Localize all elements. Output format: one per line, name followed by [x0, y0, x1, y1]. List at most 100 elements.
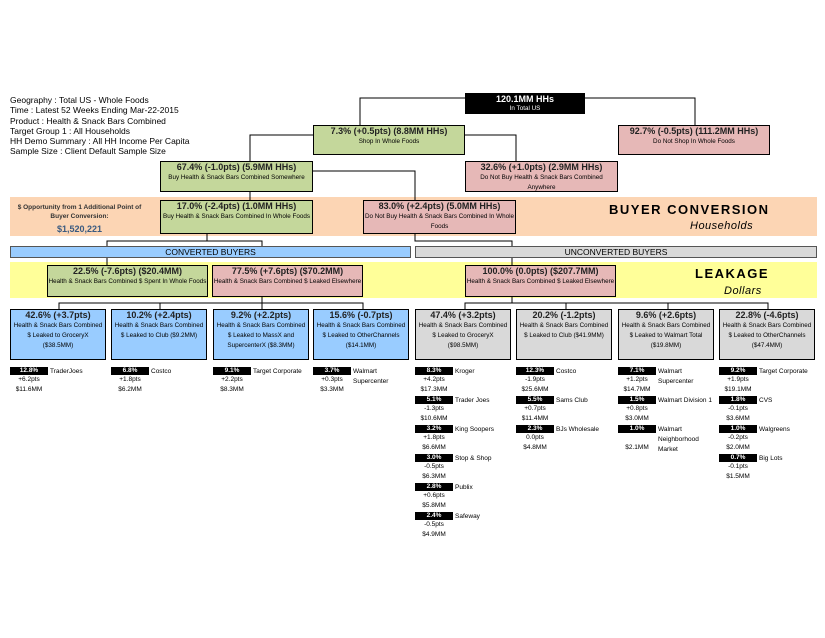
- node-headline: 77.5% (+7.6pts) ($70.2MM): [231, 266, 344, 276]
- node-not-shop-wf: 92.7% (-0.5pts) (111.2MM HHs) Do Not Shop…: [618, 125, 770, 155]
- node-unconverted-leaked: 100.0% (0.0pts) ($207.7MM) Health & Snack…: [465, 265, 616, 297]
- node-desc: Shop In Whole Foods: [358, 138, 420, 145]
- leakage-subtitle: Dollars: [724, 285, 762, 297]
- retailer-item: 7.1%Walmart Supercenter+1.2pts$14.7MM: [618, 367, 718, 396]
- retailer-change: -0.2pts: [728, 434, 748, 441]
- channel-box: 22.8% (-4.6pts)Health & Snack Bars Combi…: [719, 309, 815, 360]
- retailer-dollars: $14.7MM: [623, 386, 651, 393]
- channel-headline: 10.2% (+2.4pts): [126, 310, 192, 320]
- channel-desc: Health & Snack Bars Combined $ Leaked to…: [418, 322, 508, 349]
- retailer-list: 12.8%TraderJoes+6.2pts$11.6MM: [10, 367, 110, 396]
- filter-hh-demo: HH Demo Summary : All HH Income Per Capi…: [10, 136, 190, 147]
- channel-headline: 42.6% (+3.7pts): [25, 310, 91, 320]
- retailer-share: 3.2%: [415, 425, 453, 433]
- retailer-item: 9.2%Target Corporate+1.9pts$19.1MM: [719, 367, 819, 396]
- retailer-share: 6.8%: [111, 367, 149, 375]
- retailer-item: 3.2%King Soopers+1.8pts$6.6MM: [415, 425, 515, 454]
- node-desc: Do Not Shop In Whole Foods: [653, 138, 735, 145]
- retailer-change: 0.0pts: [526, 434, 544, 441]
- channel-box: 20.2% (-1.2pts)Health & Snack Bars Combi…: [516, 309, 612, 360]
- retailer-share: 3.7%: [313, 367, 351, 375]
- retailer-change: -0.1pts: [728, 463, 748, 470]
- retailer-dollars: $2.1MM: [625, 444, 649, 451]
- retailer-item: 1.8%CVS-0.1pts$3.6MM: [719, 396, 819, 425]
- retailer-dollars: $2.0MM: [726, 444, 750, 451]
- retailer-name: Sams Club: [556, 397, 588, 404]
- converted-buyers-header: CONVERTED BUYERS: [10, 246, 411, 258]
- retailer-name: CVS: [759, 397, 773, 404]
- retailer-share: 2.8%: [415, 483, 453, 491]
- retailer-item: 0.7%Big Lots-0.1pts$1.5MM: [719, 454, 819, 483]
- opportunity-label: $ Opportunity from 1 Additional Point of…: [17, 204, 142, 220]
- channel-box: 42.6% (+3.7pts) Health & Snack Bars Combi…: [10, 309, 106, 360]
- channel-box: 9.2% (+2.2pts)Health & Snack Bars Combin…: [213, 309, 309, 360]
- retailer-item: 5.1%Trader Joes-1.3pts$10.6MM: [415, 396, 515, 425]
- retailer-share: 1.5%: [618, 396, 656, 404]
- channel-headline: 15.6% (-0.7pts): [329, 310, 393, 320]
- buyer-conversion-subtitle: Households: [690, 220, 754, 232]
- retailer-name: Costco: [151, 368, 172, 375]
- node-desc: Health & Snack Bars Combined $ Leaked El…: [466, 278, 615, 285]
- retailer-dollars: $19.1MM: [724, 386, 752, 393]
- retailer-name: Costco: [556, 368, 577, 375]
- channel-headline: 22.8% (-4.6pts): [735, 310, 799, 320]
- channel-box: 10.2% (+2.4pts)Health & Snack Bars Combi…: [111, 309, 207, 360]
- node-desc: Do Not Buy Health & Snack Bars Combined …: [480, 174, 603, 191]
- retailer-name: Walmart Supercenter: [658, 368, 694, 385]
- retailer-dollars: $6.2MM: [118, 386, 142, 393]
- retailer-name: Publix: [455, 484, 473, 491]
- retailer-change: +1.9pts: [727, 376, 749, 383]
- retailer-item: 1.0%Walmart Neighborhood Market$2.1MM: [618, 425, 718, 455]
- retailer-dollars: $4.8MM: [523, 444, 547, 451]
- retailer-dollars: $17.3MM: [420, 386, 448, 393]
- node-headline: 17.0% (-2.4pts) (1.0MM HHs): [176, 201, 297, 211]
- node-headline: 100.0% (0.0pts) ($207.7MM): [482, 266, 599, 276]
- retailer-change: +1.8pts: [423, 434, 445, 441]
- retailer-item: 2.4%Safeway-0.5pts$4.9MM: [415, 512, 515, 541]
- filter-target-group: Target Group 1 : All Households: [10, 125, 131, 136]
- opportunity-value: $1,520,221: [56, 224, 103, 234]
- retailer-name: BJs Wholesale: [556, 426, 599, 433]
- retailer-item: 2.3%BJs Wholesale 0.0pts $4.8MM: [516, 425, 616, 454]
- retailer-dollars: $25.6MM: [521, 386, 549, 393]
- retailer-item: 9.1%Target Corporate+2.2pts$8.3MM: [213, 367, 313, 396]
- retailer-dollars: $3.6MM: [726, 415, 750, 422]
- retailer-name: Walmart Supercenter: [353, 368, 389, 385]
- retailer-share: 1.0%: [618, 425, 656, 433]
- channel-headline: 47.4% (+3.2pts): [430, 310, 496, 320]
- node-desc: Buy Health & Snack Bars Combined In Whol…: [163, 213, 310, 220]
- node-converted-leaked: 77.5% (+7.6pts) ($70.2MM)Health & Snack …: [212, 265, 363, 297]
- node-not-buy-in-wf: 83.0% (+2.4pts) (5.0MM HHs)Do Not Buy He…: [363, 200, 516, 234]
- retailer-share: 2.3%: [516, 425, 554, 433]
- retailer-change: -1.9pts: [525, 376, 545, 383]
- node-headline: 22.5% (-7.6pts) ($20.4MM): [72, 266, 183, 276]
- node-headline: 67.4% (-1.0pts) (5.9MM HHs): [176, 162, 297, 172]
- node-headline: 92.7% (-0.5pts) (111.2MM HHs): [629, 126, 759, 136]
- filter-product: Product : Health & Snack Bars Combined: [10, 115, 166, 126]
- retailer-change: +4.2pts: [423, 376, 445, 383]
- retailer-dollars: $11.4MM: [521, 415, 549, 422]
- channel-desc: Health & Snack Bars Combined $ Leaked to…: [216, 322, 306, 349]
- retailer-item: 2.8%Publix+0.6pts$5.8MM: [415, 483, 515, 512]
- retailer-dollars: $3.0MM: [625, 415, 649, 422]
- retailer-change: -0.5pts: [424, 463, 444, 470]
- channel-desc: Health & Snack Bars Combined $ Leaked to…: [13, 322, 103, 349]
- retailer-dollars: $11.6MM: [15, 386, 43, 393]
- retailer-share: 9.1%: [213, 367, 251, 375]
- node-headline: 7.3% (+0.5pts) (8.8MM HHs): [330, 126, 448, 136]
- retailer-share: 1.8%: [719, 396, 757, 404]
- retailer-list: 9.1%Target Corporate+2.2pts$8.3MM: [213, 367, 313, 396]
- retailer-share: 12.3%: [516, 367, 554, 375]
- node-desc: Buy Health & Snack Bars Combined Somewhe…: [168, 174, 305, 181]
- node-spent-in-wf: 22.5% (-7.6pts) ($20.4MM)Health & Snack …: [47, 265, 208, 297]
- retailer-item: 3.7%Walmart Supercenter+0.3pts$3.3MM: [313, 367, 413, 396]
- node-not-buy-anywhere: 32.6% (+1.0pts) (2.9MM HHs)Do Not Buy He…: [465, 161, 618, 192]
- retailer-change: -0.5pts: [424, 521, 444, 528]
- channel-desc: Health & Snack Bars Combined $ Leaked to…: [519, 322, 609, 339]
- retailer-share: 5.5%: [516, 396, 554, 404]
- retailer-share: 8.3%: [415, 367, 453, 375]
